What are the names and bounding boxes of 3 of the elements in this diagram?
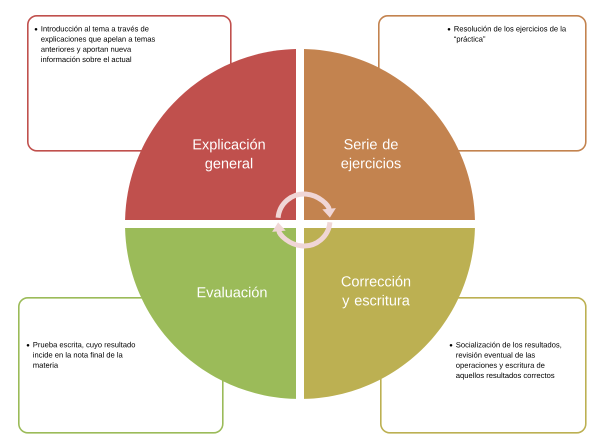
cycle-arrow [276,192,336,218]
cycle-arrow [272,222,332,248]
quadrant-wedge: Serie de ejercicios [304,49,475,220]
